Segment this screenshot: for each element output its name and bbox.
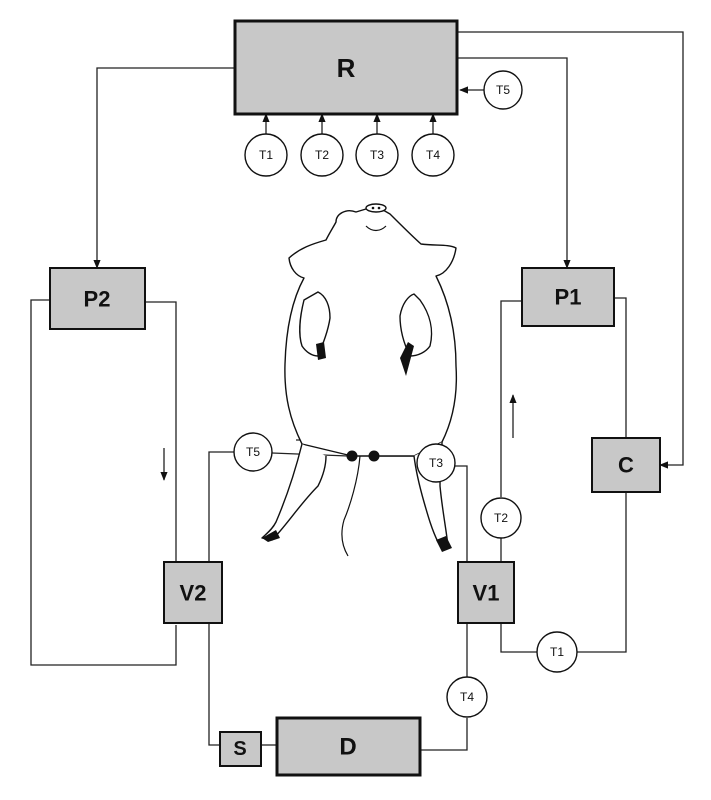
label-V1: V1 <box>473 581 500 606</box>
sensor-loop-T3: T3 <box>416 443 456 483</box>
pig-nostril-right <box>377 206 381 210</box>
sensor-r-T5: T5 <box>483 70 523 110</box>
sensor-loop-T2-label: T2 <box>494 511 508 525</box>
box-D: D <box>275 716 422 777</box>
box-V1: V1 <box>457 561 515 624</box>
sensor-loop-T4-label: T4 <box>460 690 474 704</box>
label-C: C <box>618 453 634 478</box>
sensor-loop-T1-label: T1 <box>550 645 564 659</box>
sensor-r-T3: T3 <box>355 133 399 177</box>
sensor-loop-T3-label: T3 <box>429 456 443 470</box>
box-C: C <box>591 437 661 493</box>
label-V2: V2 <box>180 581 207 606</box>
pig-tail <box>341 455 361 557</box>
line-P2-to-V2 <box>145 301 177 562</box>
line-P2-loop-left <box>30 299 177 666</box>
line-V2-to-T5 <box>208 451 234 562</box>
sensor-r-T1: T1 <box>244 133 288 177</box>
pig-hind-hoof-right <box>436 536 452 552</box>
line-V1-to-T1 <box>500 623 537 653</box>
pig-body <box>284 205 458 457</box>
line-D-to-T4 <box>420 718 468 751</box>
sensor-r-T2-label: T2 <box>315 148 329 162</box>
pig-front-hoof-right <box>400 342 414 376</box>
box-P2: P2 <box>49 267 146 330</box>
pig-illustration <box>261 203 458 557</box>
sensor-r-T4: T4 <box>411 133 455 177</box>
label-D: D <box>339 734 356 761</box>
line-T1-to-C <box>576 492 627 653</box>
sensor-loop-T1: T1 <box>536 631 578 673</box>
line-V2-to-S <box>208 622 220 746</box>
line-T3-to-V1 <box>455 465 468 562</box>
connection-lines <box>30 31 684 751</box>
label-R: R <box>337 53 356 83</box>
pig-nostril-left <box>371 206 375 210</box>
box-V2: V2 <box>163 561 223 624</box>
sensor-r-T4-label: T4 <box>426 148 440 162</box>
pig-front-hoof-left <box>316 342 326 360</box>
box-P1: P1 <box>521 267 615 327</box>
pig-hind-hoof-left <box>262 530 280 542</box>
box-R: R <box>233 19 459 116</box>
sensor-loop-T2: T2 <box>480 497 522 539</box>
line-T2-to-P1 <box>500 300 522 497</box>
line-P1-to-C <box>614 297 627 438</box>
label-P2: P2 <box>84 287 111 312</box>
box-S: S <box>219 731 262 767</box>
cannula-dot-left <box>346 450 358 462</box>
sensor-loop-T5: T5 <box>233 432 273 472</box>
sensor-loop-T4: T4 <box>446 676 488 718</box>
sensor-r-T1-label: T1 <box>259 148 273 162</box>
label-P1: P1 <box>555 285 582 310</box>
cannula-dot-right <box>368 450 380 462</box>
line-R-to-P2 <box>93 67 235 269</box>
sensor-r-T3-label: T3 <box>370 148 384 162</box>
pig-mouth <box>365 225 387 232</box>
sensor-r-T5-label: T5 <box>496 83 510 97</box>
pig-snout <box>365 203 387 213</box>
line-R-to-P1 <box>458 57 571 269</box>
label-S: S <box>233 738 246 760</box>
sensor-loop-T5-label: T5 <box>246 445 260 459</box>
sensor-r-T2: T2 <box>300 133 344 177</box>
line-R-to-C <box>458 31 684 469</box>
